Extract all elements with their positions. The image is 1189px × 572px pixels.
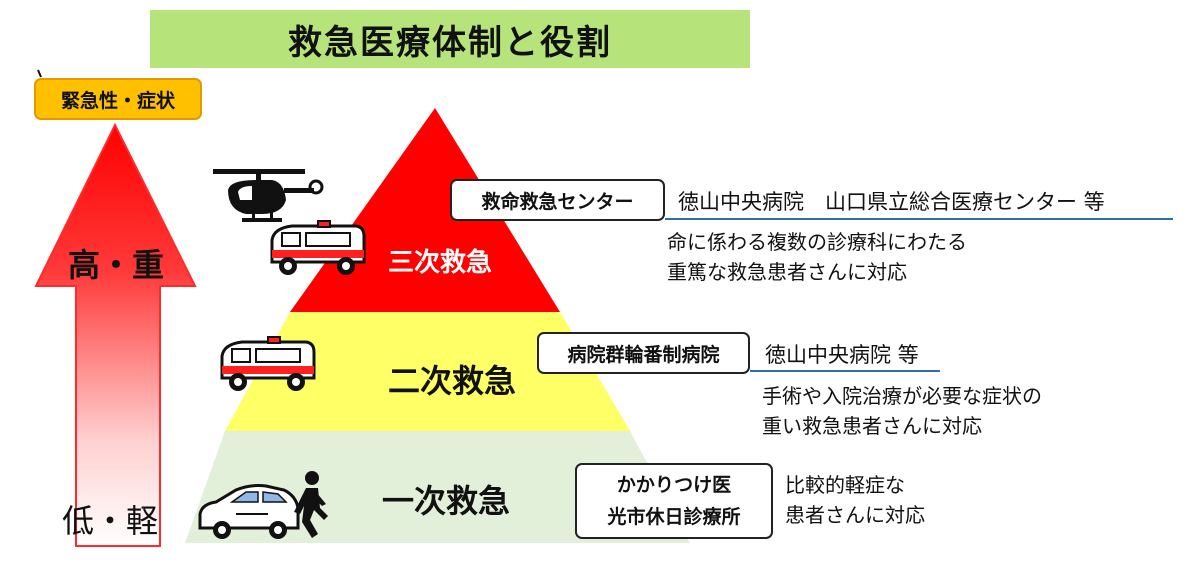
page-title-text: 救急医療体制と役割 <box>288 22 612 63</box>
axis-label: 緊急性・症状 <box>34 78 202 120</box>
description-primary: 比較的軽症な 患者さんに対応 <box>785 470 925 530</box>
description-primary-line-1: 比較的軽症な <box>785 473 905 497</box>
institution-primary-line-1: かかりつけ医 <box>616 474 732 496</box>
tier-primary-label: 一次救急 <box>381 482 510 520</box>
description-secondary-line-2: 重い救急患者さんに対応 <box>762 414 982 438</box>
underline-tertiary <box>665 218 1173 220</box>
axis-label-text: 緊急性・症状 <box>60 89 175 112</box>
tier-tertiary-label: 三次救急 <box>387 248 492 278</box>
high-severity-label: 高・重 <box>68 246 165 284</box>
helicopter-icon <box>213 169 324 222</box>
description-secondary-line-1: 手術や入院治療が必要な症状の <box>762 384 1042 408</box>
ambulance-icon <box>220 336 316 391</box>
underline-secondary <box>750 370 940 372</box>
urgency-arrow <box>34 122 197 547</box>
ambulance-icon <box>270 220 366 275</box>
walking-person-icon <box>294 471 328 538</box>
page-title: 救急医療体制と役割 <box>150 10 750 68</box>
institution-secondary-text: 病院群輪番制病院 <box>567 343 720 366</box>
institution-primary-line-2: 光市休日診療所 <box>607 506 741 528</box>
hospitals-secondary: 徳山中央病院 等 <box>765 343 919 367</box>
tier-secondary-label: 二次救急 <box>387 362 516 400</box>
description-tertiary-line-2: 重篤な救急患者さんに対応 <box>667 260 907 284</box>
institution-box-primary: かかりつけ医 光市休日診療所 <box>575 463 773 539</box>
description-tertiary-line-1: 命に係わる複数の診療科にわたる <box>667 230 967 254</box>
car-icon <box>198 484 300 539</box>
institution-box-tertiary: 救命救急センター <box>450 179 665 221</box>
tier-secondary-band <box>225 312 630 431</box>
tick-mark <box>37 69 42 78</box>
low-severity-label: 低・軽 <box>62 502 159 540</box>
institution-box-secondary: 病院群輪番制病院 <box>537 332 750 374</box>
description-secondary: 手術や入院治療が必要な症状の 重い救急患者さんに対応 <box>762 381 1042 441</box>
description-primary-line-2: 患者さんに対応 <box>785 503 925 527</box>
description-tertiary: 命に係わる複数の診療科にわたる 重篤な救急患者さんに対応 <box>667 227 967 287</box>
hospitals-tertiary: 徳山中央病院 山口県立総合医療センター 等 <box>678 190 1105 214</box>
institution-tertiary-text: 救命救急センター <box>481 190 634 213</box>
